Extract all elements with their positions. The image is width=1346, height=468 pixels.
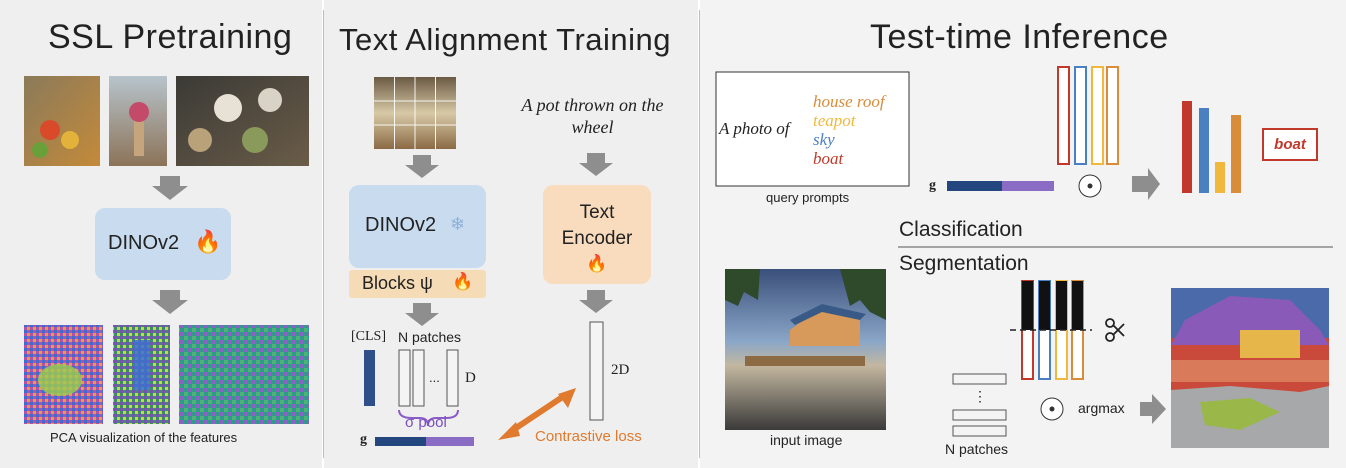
text-embedding-col <box>1106 66 1119 165</box>
d-label: D <box>465 370 476 386</box>
argmax-label: argmax <box>1078 400 1125 416</box>
prompt-prefix: A photo of <box>719 119 790 138</box>
prompt-house-roof: house roof <box>813 92 885 111</box>
inference-title: Test-time Inference <box>870 18 1169 56</box>
two-d-label: 2D <box>611 362 630 378</box>
snowflake-icon: ❄ <box>450 214 466 234</box>
score-bar <box>1182 101 1192 193</box>
pca-caption: PCA visualization of the features <box>50 430 238 445</box>
text-embedding-col <box>1057 66 1070 165</box>
prompt-boat: boat <box>813 149 844 168</box>
down-arrow-icon <box>405 303 439 326</box>
pool-brace <box>398 409 459 427</box>
g-label: g <box>929 178 936 193</box>
score-bar <box>1215 162 1225 193</box>
fire-icon: 🔥 <box>586 254 608 273</box>
contrastive-arrow <box>508 393 566 435</box>
dinov2-box <box>95 208 231 280</box>
text-encoder-label: Text Encoder <box>561 202 633 249</box>
g-bar-left <box>947 181 1002 191</box>
fire-icon: 🔥 <box>452 272 474 291</box>
table-food-photo <box>176 76 309 166</box>
n-patches-caption: N patches <box>945 441 1009 457</box>
cls-token <box>364 350 375 406</box>
right-arrow-icon <box>1132 168 1160 200</box>
down-arrow-icon <box>152 176 188 200</box>
alignment-title: Text Alignment Training <box>339 22 672 57</box>
prompt-sky: sky <box>813 130 835 149</box>
dinov2-frozen-label: DINOv2 <box>365 214 437 236</box>
panel-divider <box>323 10 324 458</box>
g-bar-right <box>426 437 474 446</box>
down-arrow-icon <box>579 290 613 313</box>
prompt-list: house roof teapot sky boat <box>813 92 885 168</box>
dinov2-label: DINOv2 <box>108 232 180 254</box>
ellipsis: ... <box>429 370 440 385</box>
text-embedding-bar <box>589 321 604 421</box>
text-embedding-col <box>1074 66 1087 165</box>
patch-token <box>952 425 1007 437</box>
result-box <box>1262 128 1318 161</box>
ssl-title: SSL Pretraining <box>48 18 293 56</box>
segmentation-label: Segmentation <box>899 252 1029 275</box>
pool-label: σ pool <box>405 414 447 431</box>
patch-token <box>446 349 459 407</box>
patch-token <box>412 349 425 407</box>
contrastive-loss-label: Contrastive loss <box>535 428 642 445</box>
query-prompts-box <box>715 71 910 187</box>
seg-col-top <box>1022 281 1033 330</box>
patches-label: N patches <box>398 329 462 345</box>
query-prompts-caption: query prompts <box>766 190 850 205</box>
fire-icon: 🔥 <box>194 229 222 254</box>
g-label: g <box>360 432 367 447</box>
text-input-caption: A pot thrown on the wheel <box>521 95 664 137</box>
blocks-box <box>349 270 486 298</box>
cls-label: [CLS] <box>351 329 386 344</box>
g-bar-right <box>1002 181 1054 191</box>
g-bar-left <box>375 437 426 446</box>
patch-token <box>398 349 411 407</box>
down-arrow-icon <box>579 153 613 176</box>
input-image-caption: input image <box>770 432 843 448</box>
seg-col-top <box>1039 281 1050 330</box>
text-encoder-box <box>543 185 651 284</box>
down-arrow-icon <box>152 290 188 314</box>
panel-divider <box>699 10 700 458</box>
pca-image-3 <box>179 325 309 424</box>
prompt-teapot: teapot <box>813 111 856 130</box>
classification-label: Classification <box>899 218 1023 241</box>
score-bar <box>1199 108 1209 193</box>
patch-token <box>952 409 1007 421</box>
dinov2-frozen-box <box>349 185 486 268</box>
seg-col-top <box>1072 281 1083 330</box>
right-arrow-icon <box>1140 394 1166 424</box>
result-label: boat <box>1274 136 1306 153</box>
down-arrow-icon <box>405 155 439 178</box>
vertical-ellipsis: ⋮ <box>973 388 987 404</box>
patch-token <box>952 373 1007 385</box>
score-bar <box>1231 115 1241 193</box>
seg-col-top <box>1056 281 1067 330</box>
text-embedding-col <box>1091 66 1104 165</box>
scissors-icon <box>1105 318 1125 342</box>
blocks-label: Blocks ψ <box>362 273 433 293</box>
